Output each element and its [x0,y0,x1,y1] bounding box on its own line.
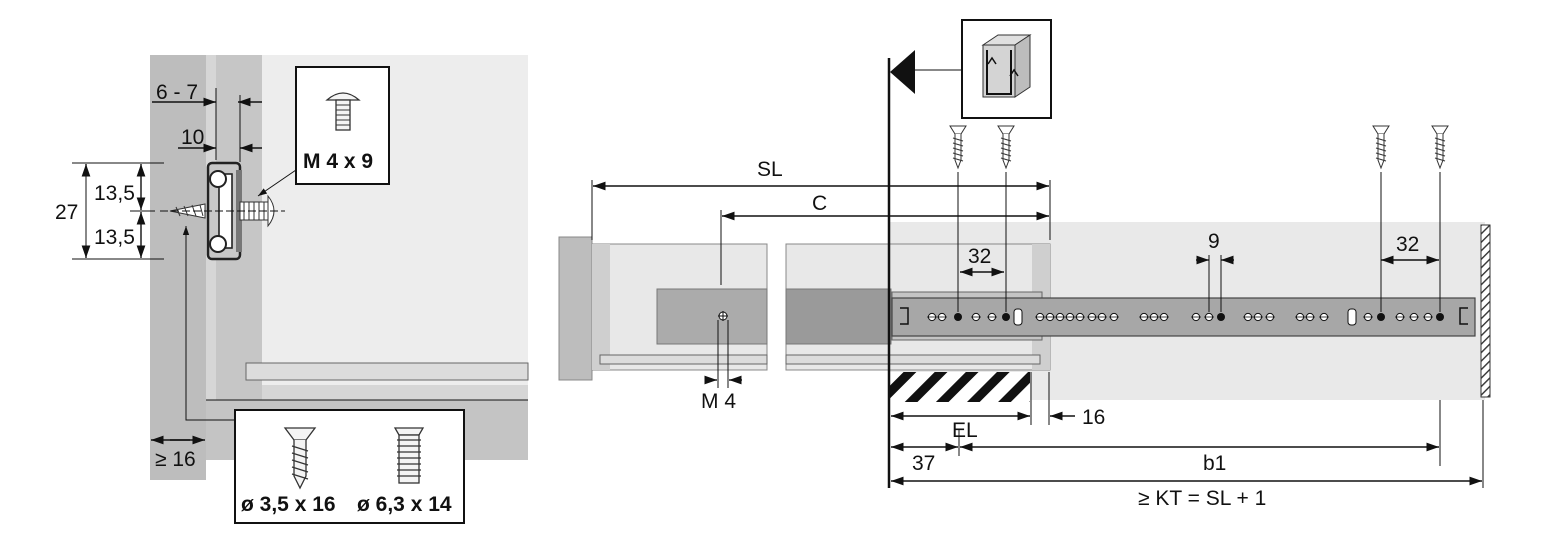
drawer-bottom-panel [245,362,529,381]
dim-min-thickness: ≥ 16 [155,448,196,471]
dim-half-bottom: 13,5 [94,226,135,249]
cabinet-side-panel [150,55,206,480]
rail-hole [1423,312,1433,322]
dim-ten: 10 [181,126,204,149]
countersunk-screw-icon [1431,125,1449,312]
dim-32-right: 32 [1396,233,1419,256]
countersunk-screw-icon [283,427,317,490]
countersunk-screw-icon [997,125,1015,312]
rail-hole-filled [954,313,962,321]
cabinet-side-icon [961,19,1052,119]
rail-hole-filled [1377,313,1385,321]
truss-head-screw-icon [325,92,361,131]
rail-hole [1055,312,1065,322]
rail-hole [1087,312,1097,322]
drawer-front [558,236,593,381]
rail-hole [1149,312,1159,322]
rail-mounting-holes [927,308,1444,326]
rail-hole [1035,312,1045,322]
rail-hole [1363,312,1373,322]
rail-hole [1204,312,1214,322]
rail-hole-filled [1217,313,1225,321]
front-zone-hatch [890,372,1030,402]
dim-sl: SL [757,158,783,181]
dim-side-gap: 6 - 7 [156,81,198,104]
front-marker-icon [890,50,915,94]
rail-hole [987,312,997,322]
dim-kt-formula: ≥ KT = SL + 1 [1138,487,1266,510]
callout-m4-screw: M 4 x 9 [295,66,390,185]
rail-slot [1347,308,1357,326]
countersunk-screw-icon [1372,125,1390,312]
rail-hole [927,312,937,322]
rail-screws [949,125,1449,312]
rail-hole [1319,312,1329,322]
rail-hole [1097,312,1107,322]
rail-hole [1253,312,1263,322]
rail-hole [1065,312,1075,322]
screw-wood-label: ø 3,5 x 16 [241,493,336,516]
rail-hole [1243,312,1253,322]
rail-hole [1395,312,1405,322]
euro-screw-icon [393,427,425,484]
screw-euro-label: ø 6,3 x 14 [357,493,452,516]
slide-rail [891,291,1476,341]
rail-hole [1109,312,1119,322]
rail-hole [1265,312,1275,322]
dim-32-left: 32 [968,245,991,268]
rail-slot [1013,308,1023,326]
rail-hole [1305,312,1315,322]
dim-half-top: 13,5 [94,182,135,205]
dim-b1: b1 [1203,452,1226,475]
cabinet-back-wall [1480,224,1491,398]
rail-hole [1409,312,1419,322]
rail-hole [937,312,947,322]
m4-hole [718,311,728,321]
rail-hole [1159,312,1169,322]
rail-hole-filled [1002,313,1010,321]
rail-hole [1139,312,1149,322]
rail-hole [971,312,981,322]
dim-el: EL [952,419,978,442]
screw-m4-label: M 4 x 9 [303,150,373,173]
callout-wood-screws: ø 3,5 x 16 ø 6,3 x 14 [234,409,465,524]
dim-37: 37 [912,452,935,475]
dim-9: 9 [1208,230,1220,253]
countersunk-screw-icon [949,125,967,312]
dim-total-height: 27 [55,201,78,224]
dim-c: C [812,192,827,215]
rail-hole [1075,312,1085,322]
rail-hole [1191,312,1201,322]
dim-16: 16 [1082,406,1105,429]
slide-profile [206,161,242,261]
rail-hole [1295,312,1305,322]
right-side-view: SL C 32 9 32 M 4 16 EL [558,19,1491,510]
rail-hole [1045,312,1055,322]
dim-m4: M 4 [701,390,736,413]
rail-hole-filled [1436,313,1444,321]
